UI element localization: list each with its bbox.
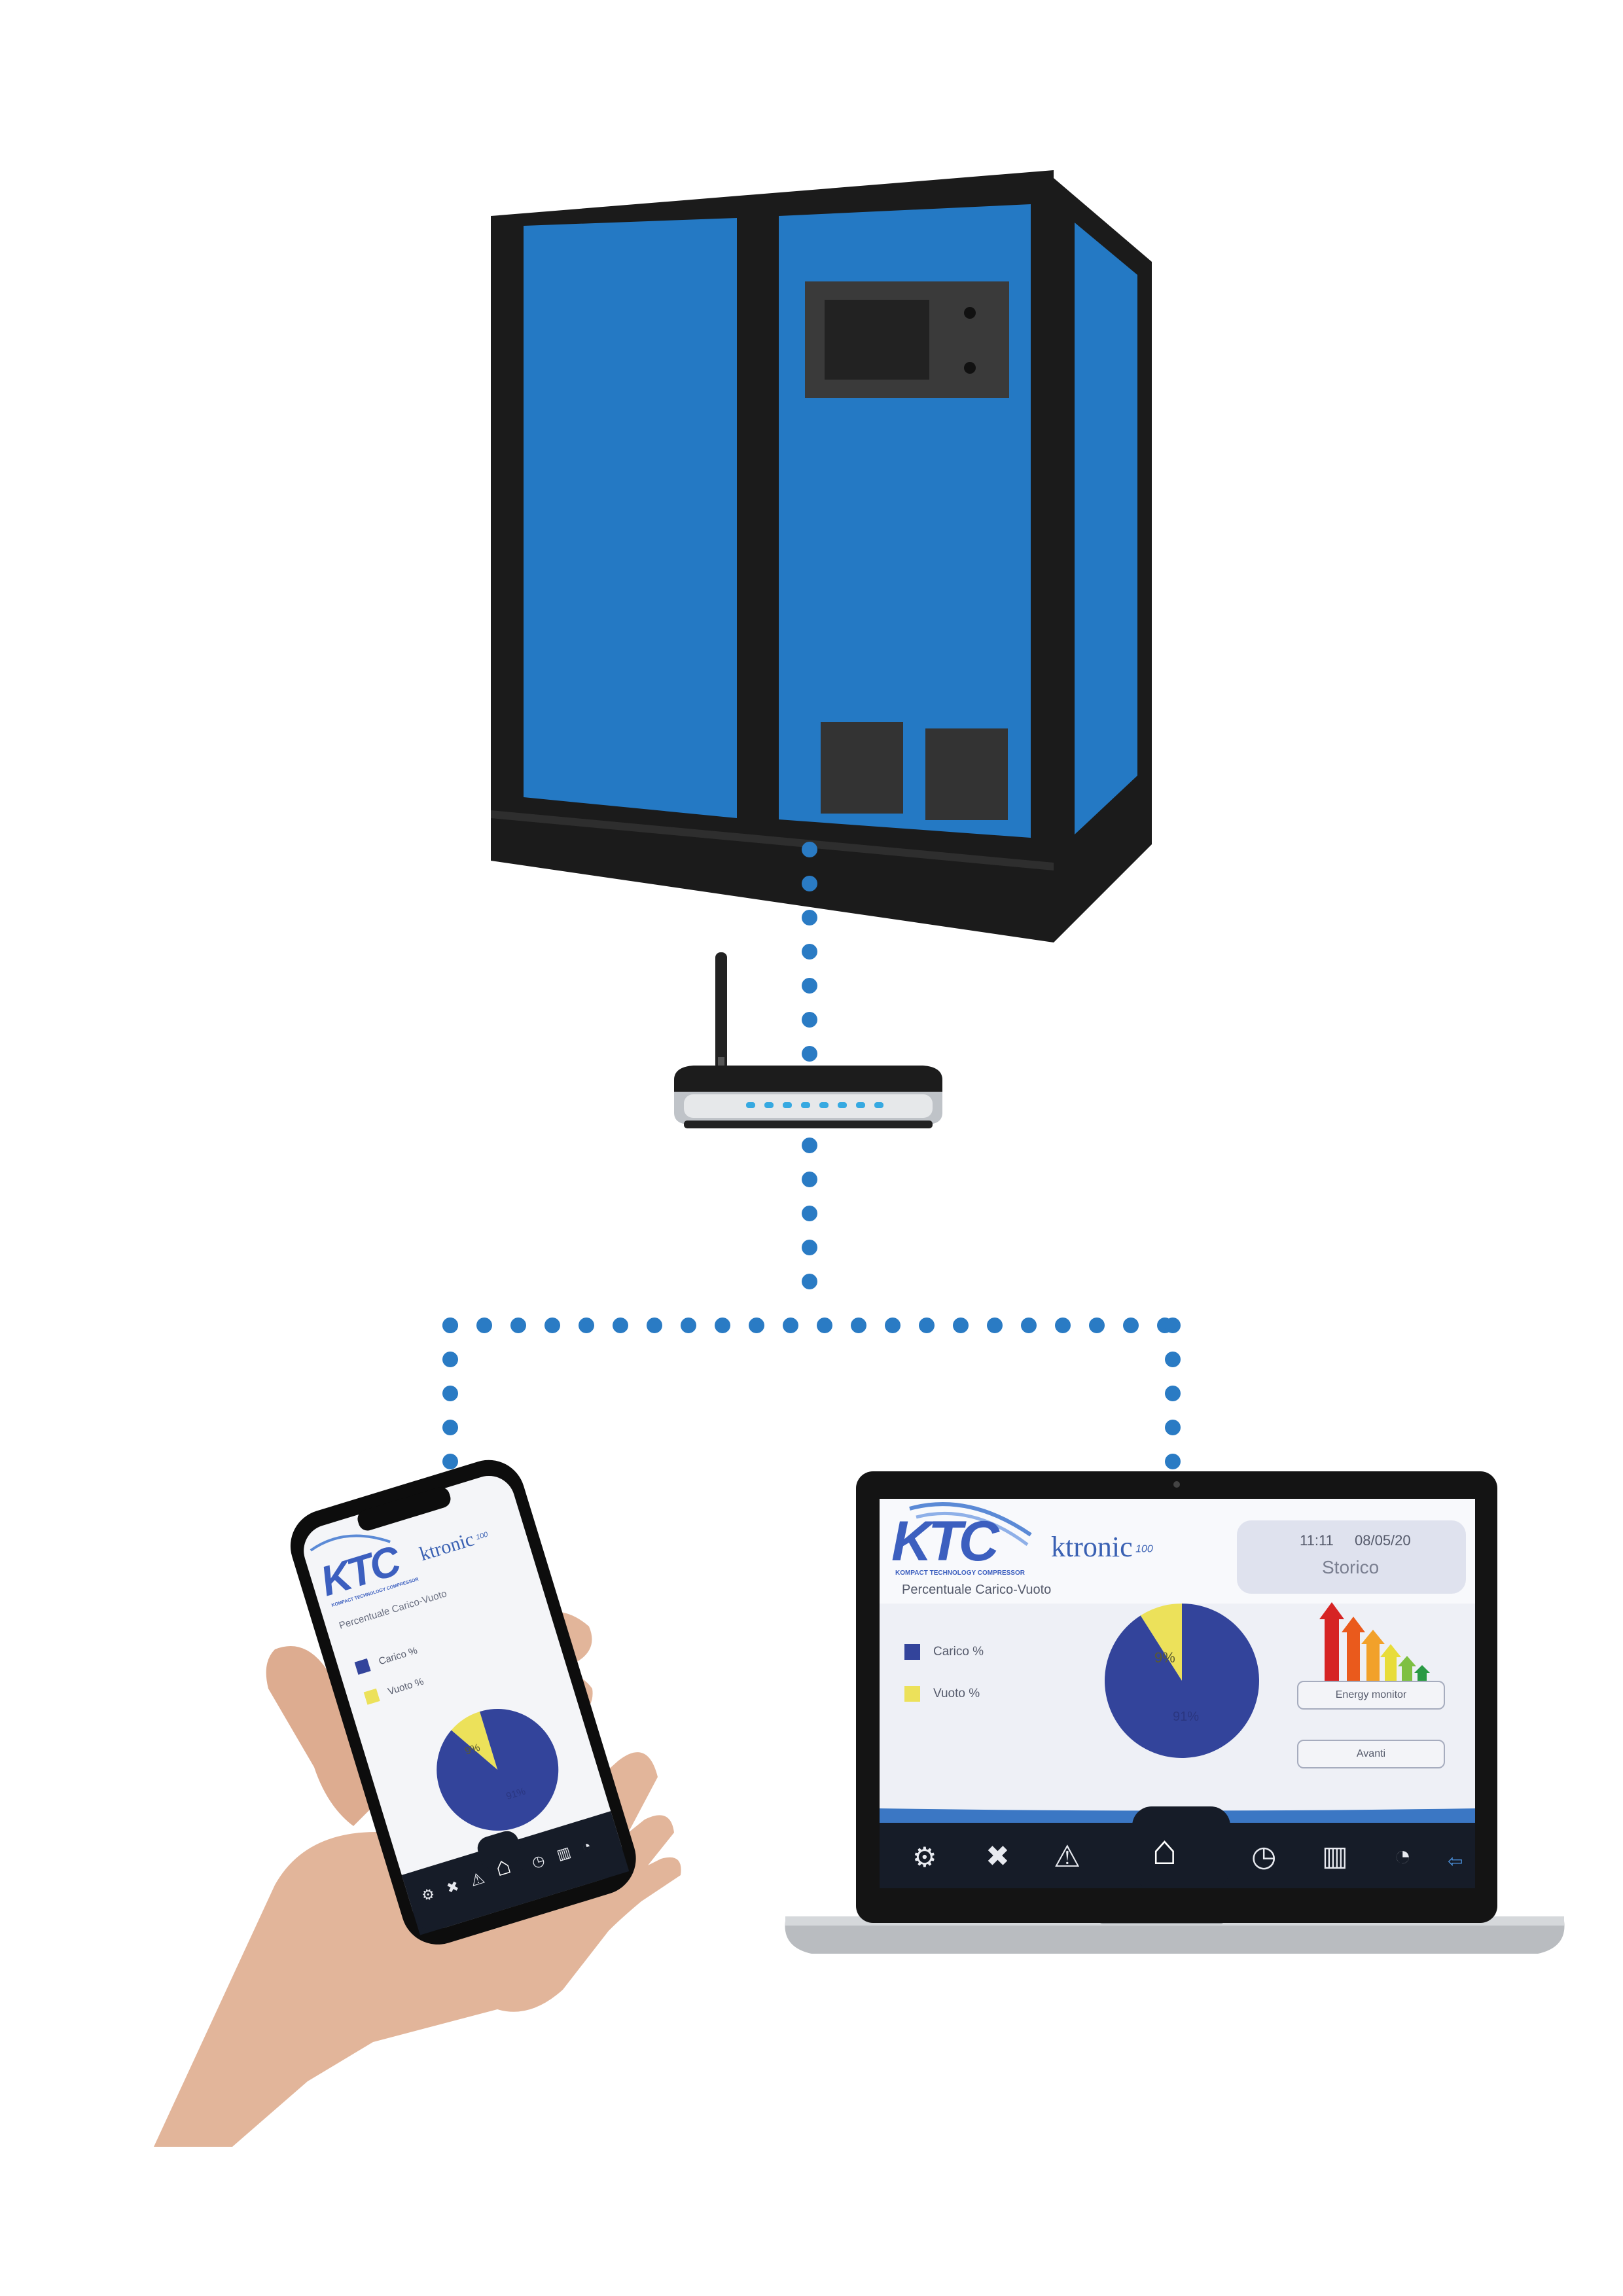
energy-monitor-button[interactable]: Energy monitor <box>1297 1681 1445 1710</box>
pie-label-idle: 9% <box>1154 1649 1175 1666</box>
timer-icon[interactable]: ◔ <box>579 1837 594 1856</box>
legend-swatch-idle <box>904 1686 920 1702</box>
vent <box>821 722 903 814</box>
phone-app: KTC KOMPACT TECHNOLOGY COMPRESSOR ktroni… <box>297 1469 629 1935</box>
pie-slice-load <box>437 1709 559 1831</box>
phone-legend-label-load: Carico % <box>377 1644 419 1667</box>
warning-icon[interactable]: ⚠ <box>468 1869 487 1890</box>
bar-chart-icon[interactable]: ▥ <box>1322 1840 1348 1871</box>
legend-swatch-load <box>904 1644 920 1660</box>
legend-load: Carico % <box>904 1644 984 1660</box>
home-icon[interactable]: ⌂ <box>1152 1826 1177 1873</box>
legend-label-load: Carico % <box>933 1645 984 1659</box>
pie-chart <box>1105 1604 1259 1758</box>
phone-legend-swatch-load <box>354 1658 371 1675</box>
brand-tagline: KOMPACT TECHNOLOGY COMPRESSOR <box>895 1570 1025 1577</box>
laptop-app: KTC KOMPACT TECHNOLOGY COMPRESSOR ktroni… <box>880 1499 1475 1888</box>
product-version: 100 <box>1135 1543 1153 1555</box>
legend-idle: Vuoto % <box>904 1686 980 1702</box>
phone-legend-swatch-idle <box>363 1688 380 1705</box>
clock-time: 11:11 <box>1300 1532 1334 1549</box>
phone-product-name: ktronic 100 <box>417 1524 491 1566</box>
wifi-router-icon <box>674 952 942 1128</box>
section-title: Storico <box>1322 1557 1380 1577</box>
gears-icon[interactable]: ⚙ <box>912 1842 937 1873</box>
pie-slice-idle <box>1140 1604 1182 1681</box>
clock-icon[interactable]: ◷ <box>529 1851 547 1871</box>
phone-pie-chart <box>437 1709 559 1831</box>
product-name: ktronic 100 <box>1051 1530 1153 1564</box>
next-label: Avanti <box>1356 1748 1386 1759</box>
control-display <box>825 300 929 380</box>
clock-icon[interactable]: ◷ <box>1251 1840 1277 1873</box>
tools-icon[interactable]: ✖ <box>986 1840 1010 1873</box>
connector-lines <box>442 842 1181 1513</box>
phone-screen <box>304 1475 623 1929</box>
warning-icon[interactable]: ⚠ <box>1054 1839 1081 1873</box>
laptop-nav: ⚙ ✖ ⚠ ⌂ ◷ ▥ ◔ ⇦ <box>880 1823 1475 1888</box>
compressor-cabinet-icon <box>491 170 1152 942</box>
phone-legend-label-idle: Vuoto % <box>386 1676 425 1697</box>
gears-icon[interactable]: ⚙ <box>419 1884 437 1905</box>
panel-button <box>964 362 976 374</box>
bar-chart-icon[interactable]: ▥ <box>554 1843 573 1863</box>
home-icon[interactable]: ⌂ <box>491 1851 514 1882</box>
phone-notch <box>357 1487 451 1531</box>
status-box: 11:11 08/05/20 Storico <box>1237 1520 1466 1594</box>
vent <box>925 728 1008 820</box>
panel-button <box>964 307 976 319</box>
product-label: ktronic <box>1051 1531 1133 1563</box>
phone-product-label: ktronic <box>417 1528 477 1566</box>
next-button[interactable]: Avanti <box>1297 1740 1445 1768</box>
tools-icon[interactable]: ✖ <box>444 1877 461 1897</box>
smartphone-icon <box>290 1460 636 1945</box>
energy-class-icon <box>1319 1602 1430 1682</box>
phone-product-version: 100 <box>474 1530 489 1542</box>
pie-slice-idle <box>451 1712 498 1770</box>
pie-slice-load <box>1105 1604 1259 1758</box>
phone-legend-idle: Vuoto % <box>363 1675 425 1705</box>
ktc-logo: KTC KOMPACT TECHNOLOGY COMPRESSOR <box>891 1513 1029 1577</box>
chart-title: Percentuale Carico-Vuoto <box>902 1583 1052 1597</box>
back-icon[interactable]: ⇦ <box>1448 1851 1463 1871</box>
legend-label-idle: Vuoto % <box>933 1687 980 1700</box>
timer-icon[interactable]: ◔ <box>1394 1840 1412 1872</box>
phone-legend-load: Carico % <box>354 1643 419 1675</box>
clock-date: 08/05/20 <box>1355 1532 1411 1549</box>
energy-monitor-label: Energy monitor <box>1335 1689 1407 1700</box>
pie-label-load: 91% <box>1173 1710 1200 1724</box>
brand-logo-text: KTC <box>891 1510 999 1573</box>
